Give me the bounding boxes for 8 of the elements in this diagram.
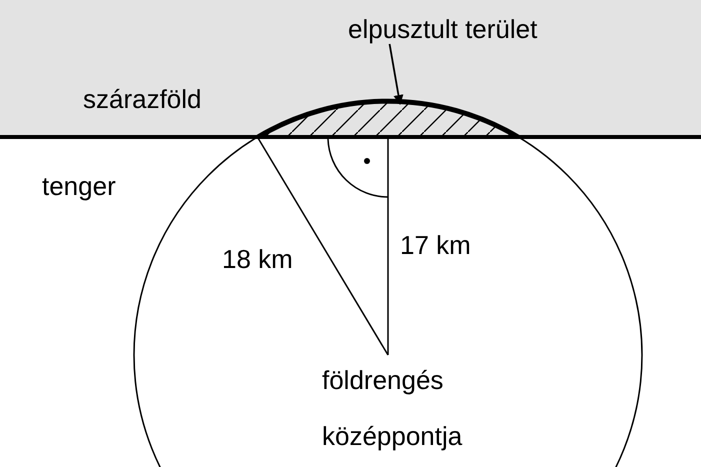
region-label: tenger (42, 171, 116, 201)
point-label: földrengés középpontja (322, 364, 464, 453)
hatched-area (256, 99, 520, 140)
region-label: szárazföld (83, 84, 202, 114)
dimension-label: 17 km (400, 230, 471, 260)
leader-arrow (388, 44, 404, 105)
area-label: elpusztult terület (348, 14, 538, 44)
dimension-label: 18 km (222, 244, 293, 274)
